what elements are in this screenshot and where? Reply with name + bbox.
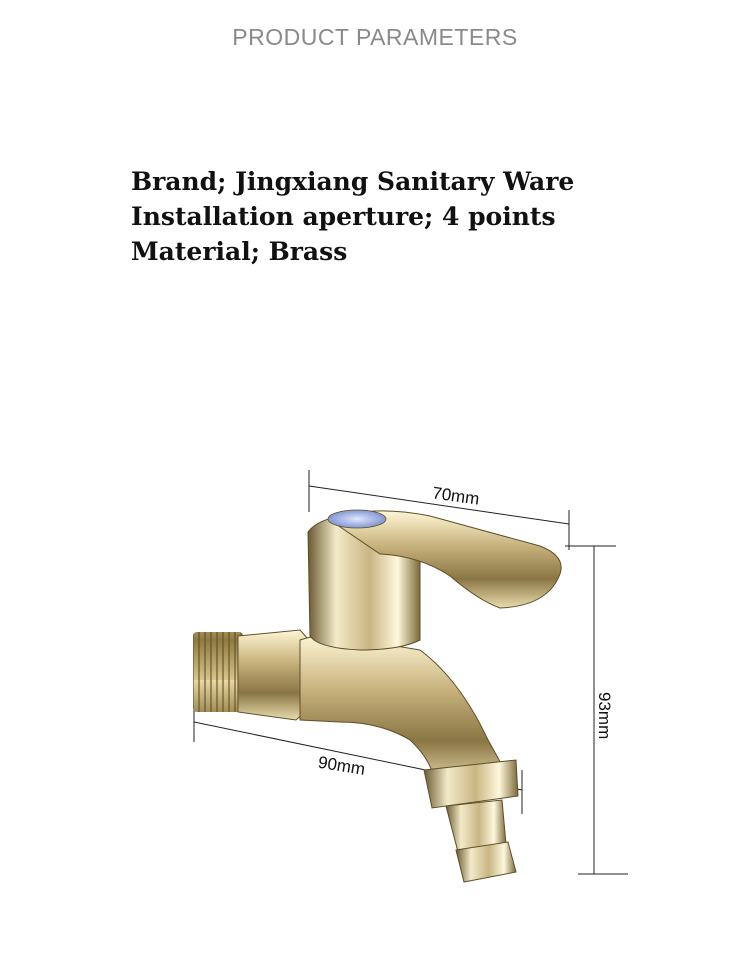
- spout-ring: [423, 759, 519, 809]
- faucet-diagram: 70mm 90mm 93mm: [193, 470, 628, 883]
- section-title: PRODUCT PARAMETERS: [232, 24, 518, 50]
- handle-badge: [327, 509, 387, 529]
- spec-list: Brand; Jingxiang Sanitary Ware Installat…: [131, 164, 574, 269]
- spec-aperture: Installation aperture; 4 points: [131, 202, 556, 231]
- faucet-lever: [328, 510, 562, 609]
- spec-brand: Brand; Jingxiang Sanitary Ware: [131, 167, 575, 196]
- spout-tip: [455, 841, 517, 883]
- dimension-height-label: 93mm: [595, 692, 614, 739]
- faucet-thread: [193, 632, 243, 712]
- spec-material: Material; Brass: [131, 237, 348, 266]
- faucet-image: [193, 509, 562, 883]
- dimension-height: 93mm: [565, 545, 628, 875]
